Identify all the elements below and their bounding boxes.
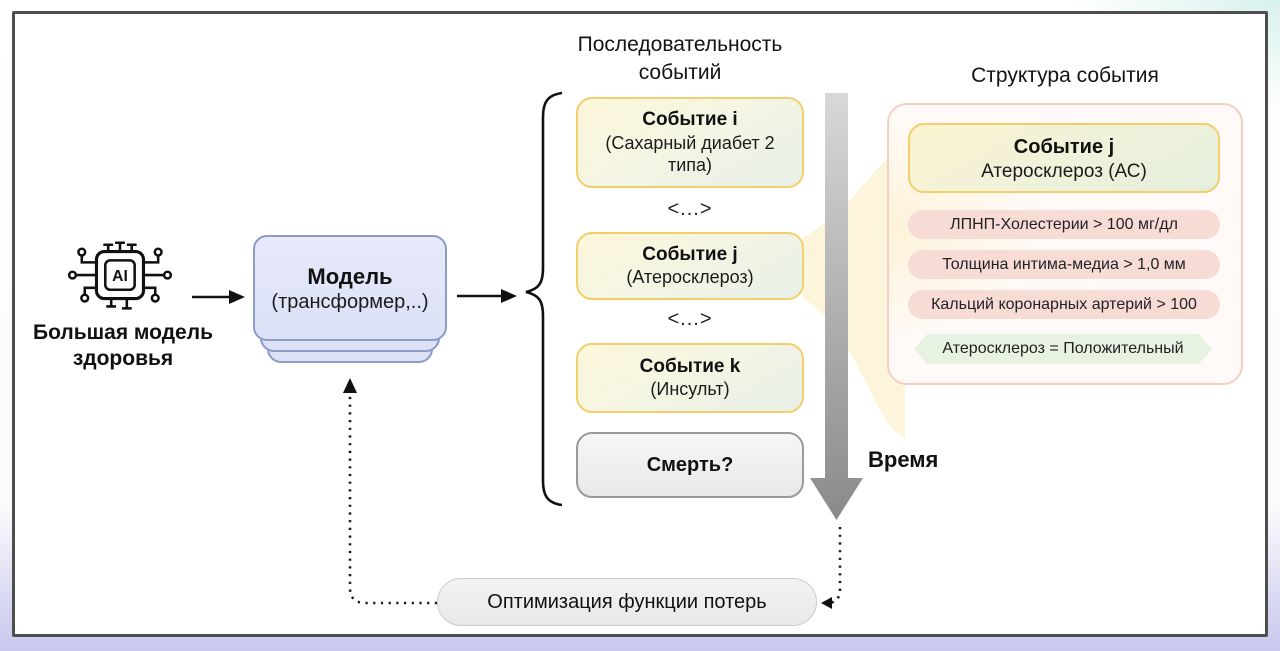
loss-optimization-pill: Оптимизация функции потерь [437, 578, 817, 626]
time-label: Время [868, 447, 939, 472]
event-box-i: Событие i (Сахарный диабет 2 типа) [576, 97, 804, 188]
health-model-caption: Большая модель здоровья [33, 321, 213, 371]
sequence-title-line1: Последовательность [577, 33, 783, 56]
result-row: Атеросклероз = Положительный [914, 334, 1212, 364]
structure-header-detail: Атеросклероз (АС) [981, 160, 1147, 182]
model-box: Модель (трансформер,..) [253, 235, 447, 341]
model-title: Модель [307, 263, 393, 289]
structure-header-name: Событие j [1013, 135, 1115, 158]
ellipsis-1: <...> [667, 198, 713, 220]
attribute-row-ldl: ЛПНП-Холестерии > 100 мг/дл [908, 210, 1220, 239]
model-subtitle: (трансформер,..) [271, 291, 429, 314]
death-box: Смерть? [576, 432, 804, 498]
structure-header-box: Событие j Атеросклероз (АС) [908, 123, 1220, 193]
event-box-j: Событие j (Атеросклероз) [576, 232, 804, 300]
event-k-detail: (Инсульт) [650, 379, 730, 400]
ai-chip-icon-label: AI [112, 268, 128, 285]
event-i-detail: (Сахарный диабет 2 типа) [605, 132, 775, 175]
event-i-name: Событие i [642, 109, 738, 131]
attribute-row-cac: Кальций коронарных артерий > 100 [908, 290, 1220, 319]
structure-title: Структура события [971, 64, 1159, 87]
event-j-detail: (Атеросклероз) [626, 267, 754, 288]
sequence-title: Последовательность событий [555, 31, 805, 88]
event-k-name: Событие k [639, 355, 741, 377]
ai-chip-icon: AI [67, 241, 173, 310]
sequence-title-line2: событий [638, 61, 722, 85]
event-j-name: Событие j [642, 243, 738, 265]
event-box-k: Событие k (Инсульт) [576, 343, 804, 413]
ellipsis-2: <...> [667, 308, 713, 330]
attribute-row-imt: Толщина интима-медиа > 1,0 мм [908, 250, 1220, 279]
